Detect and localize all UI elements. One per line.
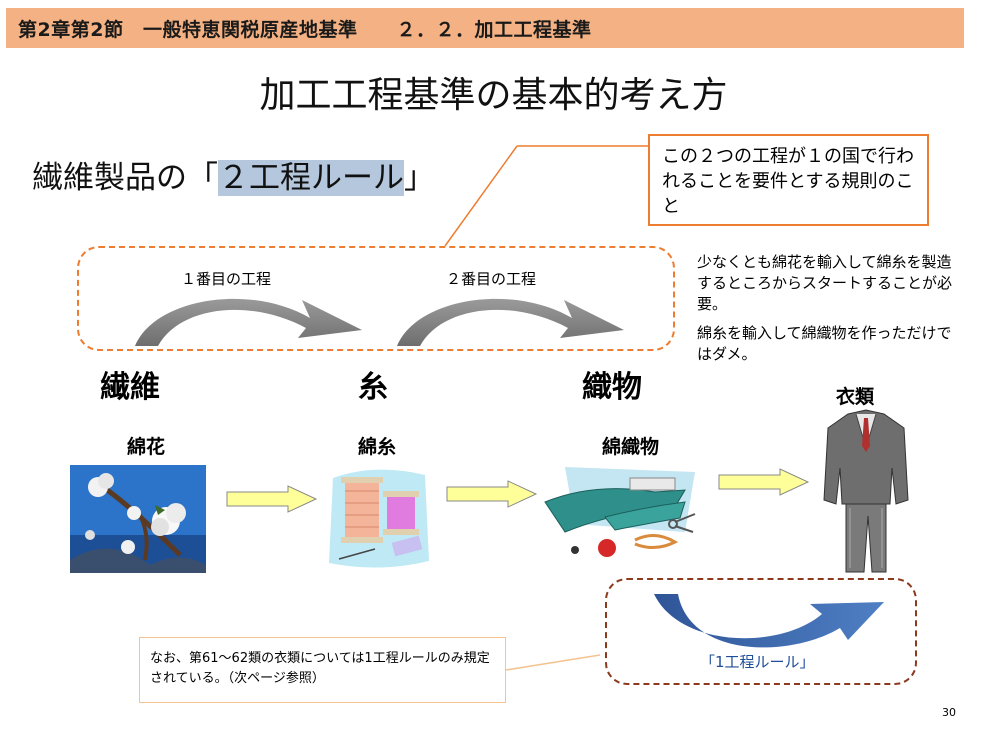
subtitle-highlight: ２工程ルール bbox=[218, 160, 404, 196]
item-cotton-fabric: 綿織物 bbox=[602, 436, 660, 458]
step1-arrow-icon bbox=[135, 298, 362, 346]
header-bar bbox=[6, 8, 964, 48]
callout-box: この２つの工程が１の国で行われることを要件とする規則のこと bbox=[648, 134, 929, 226]
page-title: 加工工程基準の基本的考え方 bbox=[259, 75, 728, 116]
two-step-box bbox=[77, 246, 675, 351]
page-number: 30 bbox=[942, 706, 956, 719]
step2-arrow-icon bbox=[397, 298, 624, 346]
suit-image bbox=[823, 409, 909, 573]
section-header: 第2章第2節 一般特恵関税原産地基準 ２．２．加工工程基準 bbox=[18, 19, 592, 41]
stage-fabric: 織物 bbox=[582, 370, 642, 405]
bottom-note: なお、第61～62類の衣類については1工程ルールのみ規定されている。（次ページ参… bbox=[139, 637, 506, 703]
item-cotton: 綿花 bbox=[127, 436, 166, 458]
subtitle-suffix: 」 bbox=[404, 160, 435, 196]
flow-arrow-2-icon bbox=[446, 480, 538, 508]
subtitle: 繊維製品の「２工程ルール」 bbox=[32, 152, 435, 197]
step1-label: １番目の工程 bbox=[181, 270, 272, 288]
one-step-arrow-icon bbox=[654, 594, 884, 648]
note-2: 綿糸を輸入して綿織物を作っただけではダメ。 bbox=[697, 324, 952, 363]
one-step-box bbox=[605, 578, 917, 685]
flow-arrow-3-icon bbox=[718, 468, 810, 496]
stage-fiber: 繊維 bbox=[100, 370, 160, 405]
step2-label: ２番目の工程 bbox=[446, 270, 537, 288]
bottom-note-line bbox=[505, 654, 601, 671]
stage-yarn: 糸 bbox=[358, 370, 388, 405]
callout-line-diag bbox=[444, 145, 518, 247]
cotton-plant-image bbox=[70, 465, 206, 573]
subtitle-prefix: 繊維製品の「 bbox=[32, 160, 218, 196]
item-cotton-yarn: 綿糸 bbox=[358, 436, 397, 458]
note-1: 少なくとも綿花を輸入して綿糸を製造するところからスタートすることが必要。 bbox=[697, 253, 953, 313]
requirement-notes: 少なくとも綿花を輸入して綿糸を製造するところからスタートすることが必要。 綿糸を… bbox=[697, 252, 962, 373]
flow-arrow-1-icon bbox=[226, 485, 318, 513]
fabric-image bbox=[544, 467, 696, 557]
stage-clothing: 衣類 bbox=[836, 386, 875, 408]
one-step-rule-label: 「1工程ルール」 bbox=[700, 653, 815, 671]
yarn-spools-image bbox=[329, 469, 429, 568]
